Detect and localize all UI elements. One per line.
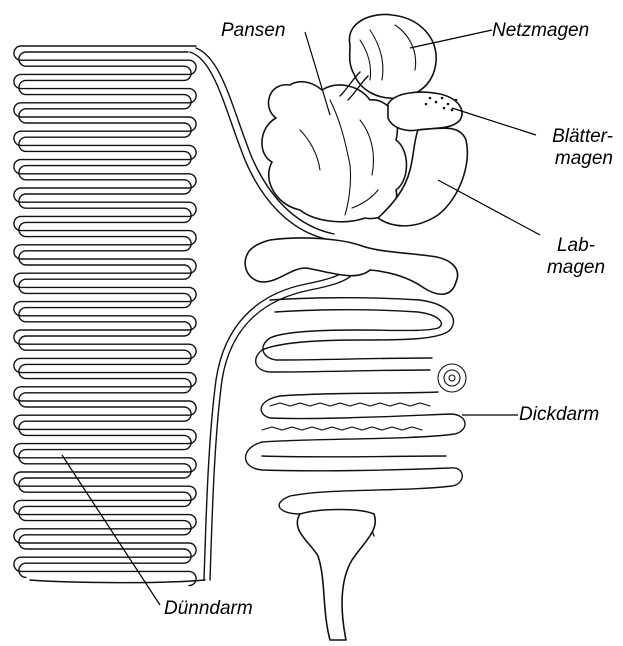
label-labmagen-line1: Lab- — [536, 235, 616, 257]
label-blaettermagen-line2: magen — [535, 148, 613, 170]
leader-labmagen — [438, 180, 540, 235]
large-intestine — [245, 238, 466, 640]
label-blaettermagen: Blätter- magen — [535, 126, 613, 170]
label-blaettermagen-line1: Blätter- — [535, 126, 613, 148]
label-labmagen-line2: magen — [536, 257, 616, 279]
label-duenndarm: Dünndarm — [164, 598, 253, 620]
label-pansen: Pansen — [221, 20, 285, 42]
label-dickdarm: Dickdarm — [519, 404, 599, 426]
leader-blaettermagen — [452, 108, 536, 135]
rumen — [262, 82, 407, 222]
label-labmagen: Lab- magen — [536, 235, 616, 279]
omasum — [388, 92, 462, 130]
label-netzmagen: Netzmagen — [492, 20, 589, 42]
